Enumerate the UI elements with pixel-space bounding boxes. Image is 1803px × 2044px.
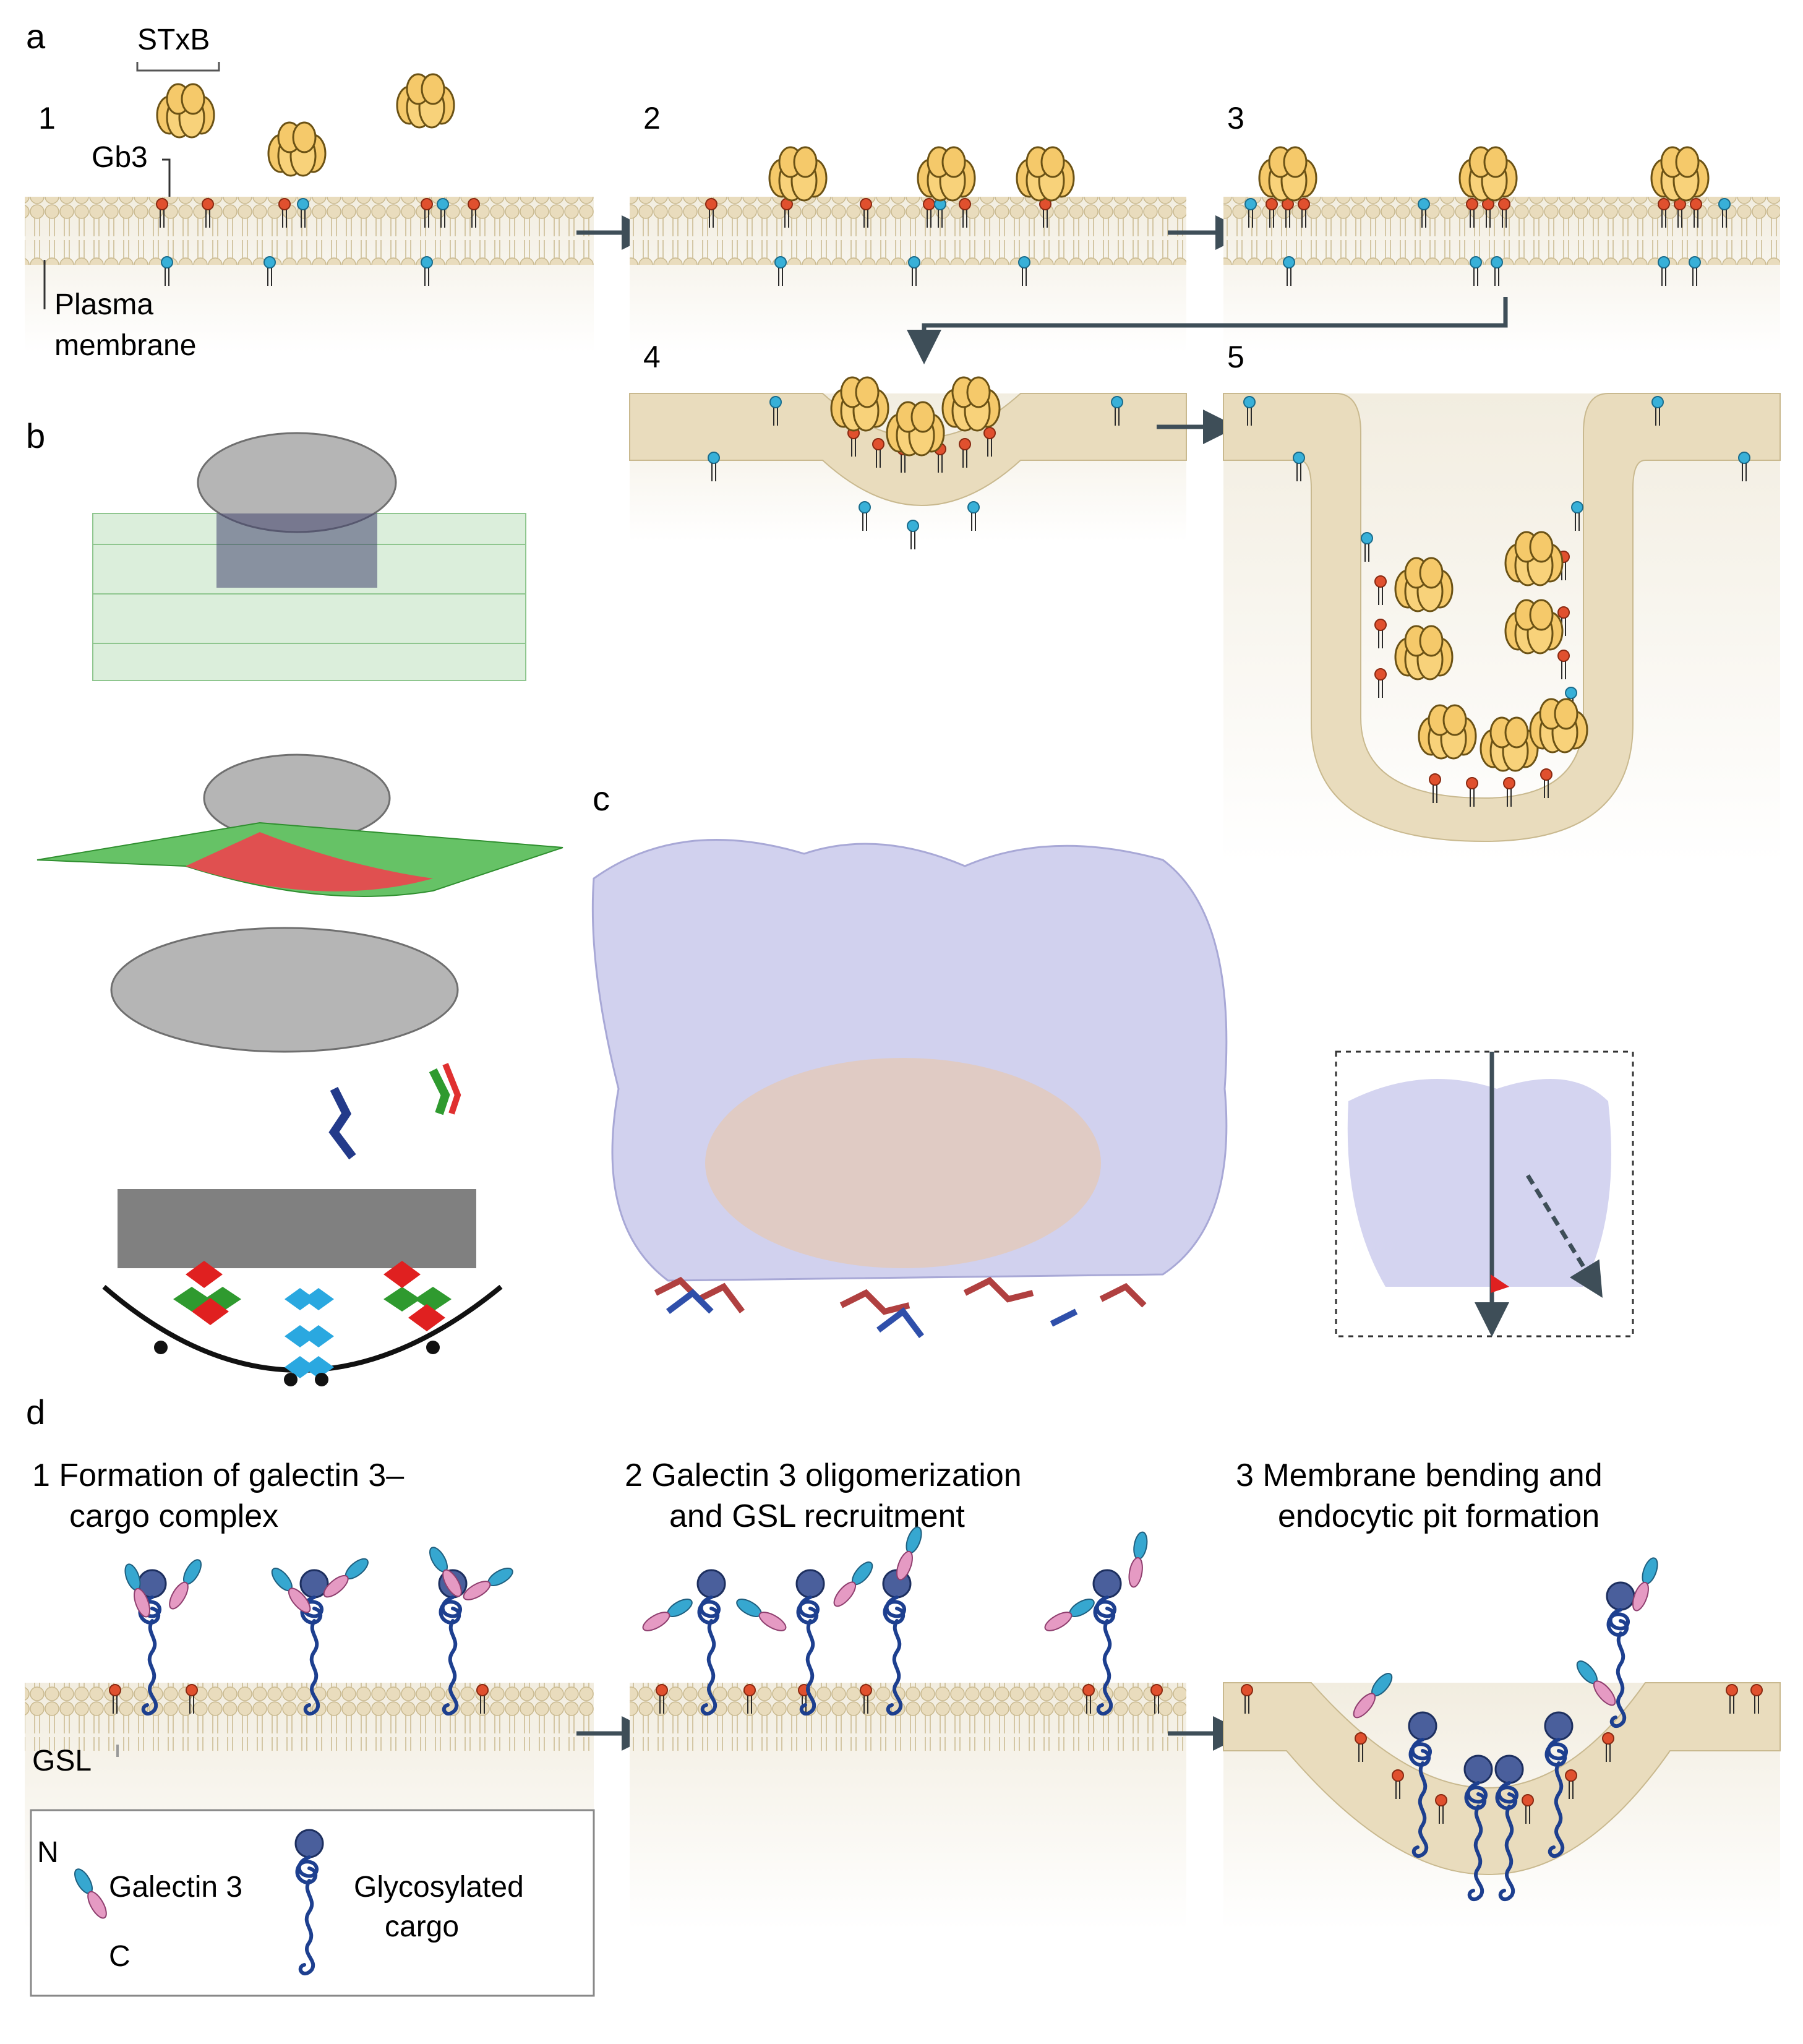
pm-label-line2: membrane bbox=[54, 329, 196, 362]
toxins-a1 bbox=[156, 73, 455, 177]
membrane-a3 bbox=[1223, 197, 1780, 353]
step-a-3: 3 bbox=[1227, 101, 1244, 135]
protein-glycan-model bbox=[110, 927, 461, 1160]
stxb-bracket bbox=[136, 62, 220, 72]
membrane-d2 bbox=[630, 1524, 1186, 1930]
panel-d-letter: d bbox=[26, 1393, 45, 1432]
protein-c-inset bbox=[1335, 1050, 1634, 1338]
galectin-icon bbox=[640, 1595, 696, 1635]
d-step2-line1: 2 Galectin 3 oligomerization bbox=[625, 1458, 1022, 1493]
step-a-5: 5 bbox=[1227, 340, 1244, 374]
legend-cargo-line1: Glycosylated bbox=[354, 1871, 524, 1904]
membrane-a5 bbox=[1223, 393, 1781, 864]
schematic-bending bbox=[102, 1189, 503, 1386]
d-step3-line1: 3 Membrane bending and bbox=[1236, 1458, 1603, 1493]
step-a-2: 2 bbox=[643, 101, 661, 135]
membrane-a2 bbox=[630, 197, 1186, 353]
galectin-icon bbox=[320, 1555, 372, 1602]
galectin-icon bbox=[460, 1564, 516, 1604]
md-bilayer bbox=[92, 432, 526, 681]
membrane-a1 bbox=[25, 197, 594, 353]
d-step1-line2: cargo complex bbox=[69, 1498, 278, 1534]
stxb-label: STxB bbox=[137, 24, 210, 56]
galectin-icon bbox=[1629, 1555, 1661, 1613]
d-step1-line1: 1 Formation of galectin 3– bbox=[32, 1458, 404, 1493]
pm-label-line1: Plasma bbox=[54, 288, 153, 321]
galectin-icon bbox=[829, 1558, 876, 1610]
membrane-deformation-model bbox=[36, 754, 563, 897]
gb3-label: Gb3 bbox=[92, 141, 148, 174]
gsl-label: GSL bbox=[32, 1745, 92, 1777]
legend-cargo-line2: cargo bbox=[385, 1910, 459, 1943]
step-a-4: 4 bbox=[643, 340, 661, 374]
step-a-1: 1 bbox=[38, 101, 56, 135]
galectin-icon bbox=[1126, 1530, 1150, 1589]
legend-c-label: C bbox=[109, 1940, 131, 1973]
toxins-a3 bbox=[1258, 146, 1710, 202]
galectin-icon bbox=[733, 1595, 789, 1635]
arrow-icon bbox=[907, 297, 1508, 364]
arrow-icon bbox=[1526, 1174, 1603, 1298]
protein-c-structure bbox=[591, 839, 1228, 1338]
legend bbox=[30, 1809, 595, 1997]
legend-n-label: N bbox=[37, 1836, 59, 1869]
galectin-icon bbox=[1042, 1595, 1098, 1635]
panel-a-letter: a bbox=[26, 17, 46, 56]
membrane-d3 bbox=[1223, 1555, 1781, 1930]
d-step3-line2: endocytic pit formation bbox=[1278, 1498, 1600, 1534]
panel-b-letter: b bbox=[26, 416, 45, 455]
galectin-icon bbox=[165, 1556, 205, 1612]
panel-c-letter: c bbox=[593, 779, 610, 818]
legend-galectin-label: Galectin 3 bbox=[109, 1871, 242, 1904]
gb3-pointer bbox=[162, 158, 171, 197]
toxins-a2 bbox=[768, 146, 1075, 202]
